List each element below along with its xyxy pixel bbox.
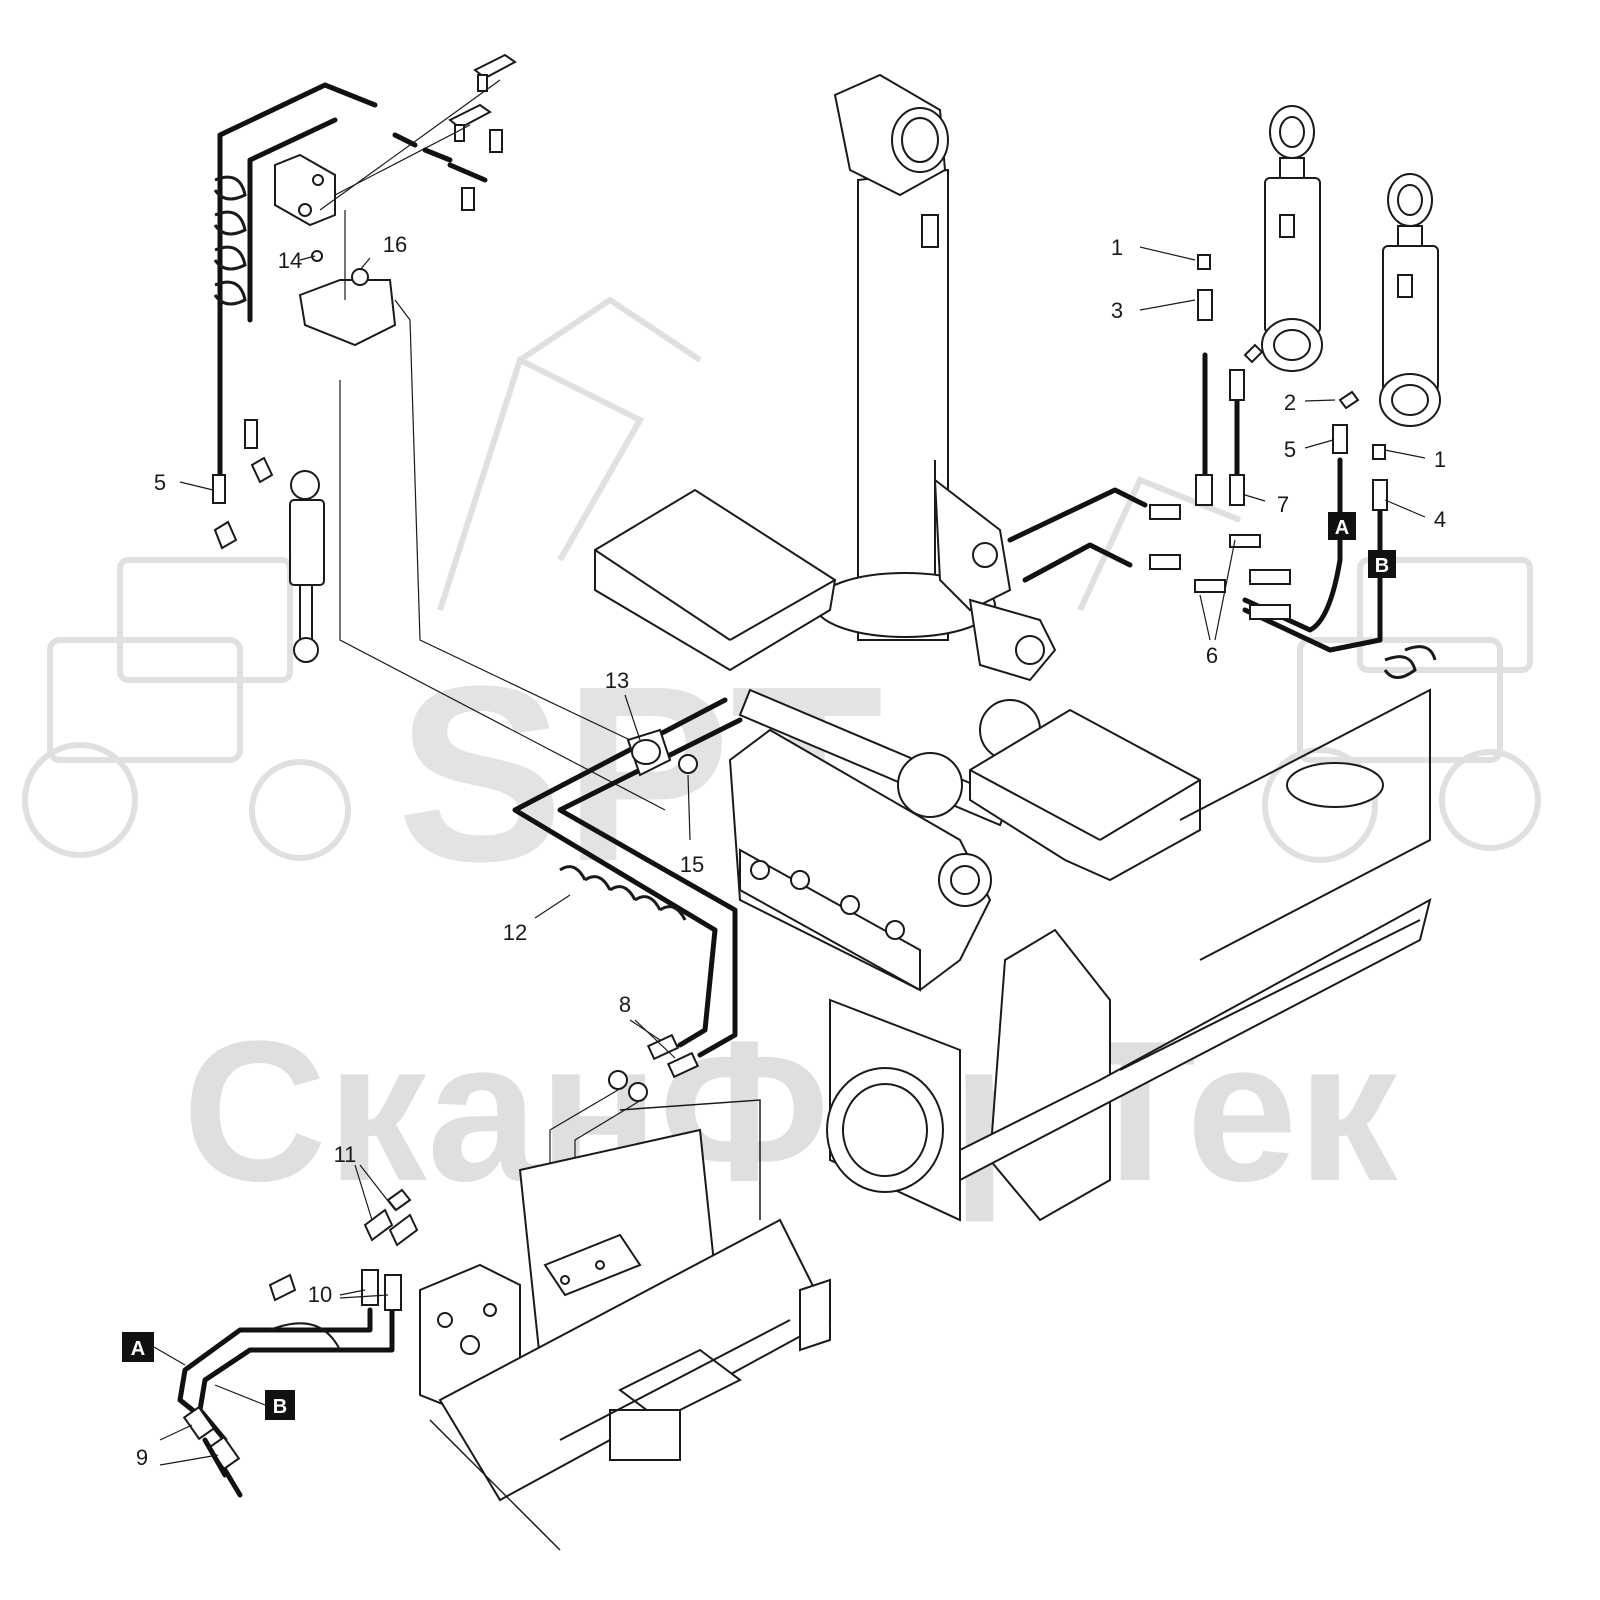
clamp-and-guard bbox=[559, 728, 698, 921]
callout-1-upper: 1 bbox=[1111, 235, 1123, 260]
callouts: 1 3 1 4 2 5 7 6 5 14 16 13 15 12 8 11 10… bbox=[136, 232, 1446, 1470]
callout-14: 14 bbox=[278, 248, 302, 273]
tag-a-left: A bbox=[122, 1332, 154, 1362]
top-left-valve-group bbox=[274, 53, 666, 811]
svg-text:A: A bbox=[131, 1338, 145, 1360]
lift-cylinder-left bbox=[1379, 173, 1441, 427]
watermark-tractors bbox=[22, 296, 1541, 863]
callout-3: 3 bbox=[1111, 298, 1123, 323]
callout-15: 15 bbox=[680, 852, 704, 877]
svg-text:A: A bbox=[1335, 517, 1349, 539]
callout-11: 11 bbox=[334, 1142, 357, 1167]
callout-4: 4 bbox=[1434, 507, 1446, 532]
small-cylinder-left bbox=[212, 419, 325, 663]
callout-13: 13 bbox=[605, 668, 629, 693]
fittings-bottom-left bbox=[182, 1188, 419, 1498]
callout-8: 8 bbox=[619, 992, 631, 1017]
right-fittings bbox=[1149, 254, 1437, 679]
hydraulic-hoses bbox=[177, 82, 1383, 1443]
callout-5-left: 5 bbox=[154, 470, 166, 495]
svg-text:B: B bbox=[273, 1396, 287, 1418]
connection-tags: A B A B bbox=[122, 512, 1396, 1420]
callout-6: 6 bbox=[1206, 643, 1218, 668]
callout-9: 9 bbox=[136, 1445, 148, 1470]
callout-2: 2 bbox=[1284, 390, 1296, 415]
callout-10: 10 bbox=[308, 1282, 332, 1307]
boom-swing-assembly bbox=[594, 73, 1432, 1222]
callout-1-lower: 1 bbox=[1434, 447, 1446, 472]
callout-5-right: 5 bbox=[1284, 437, 1296, 462]
callout-7: 7 bbox=[1277, 492, 1289, 517]
leader-lines bbox=[159, 246, 1426, 1466]
lift-cylinder-right bbox=[1261, 105, 1323, 372]
tag-a-right: A bbox=[1328, 512, 1356, 540]
control-valve-assembly bbox=[419, 1099, 832, 1551]
callout-12: 12 bbox=[503, 920, 527, 945]
tag-b-right: B bbox=[1368, 550, 1396, 578]
tag-b-left: B bbox=[265, 1390, 295, 1420]
svg-text:B: B bbox=[1375, 555, 1389, 577]
callout-16: 16 bbox=[383, 232, 407, 257]
